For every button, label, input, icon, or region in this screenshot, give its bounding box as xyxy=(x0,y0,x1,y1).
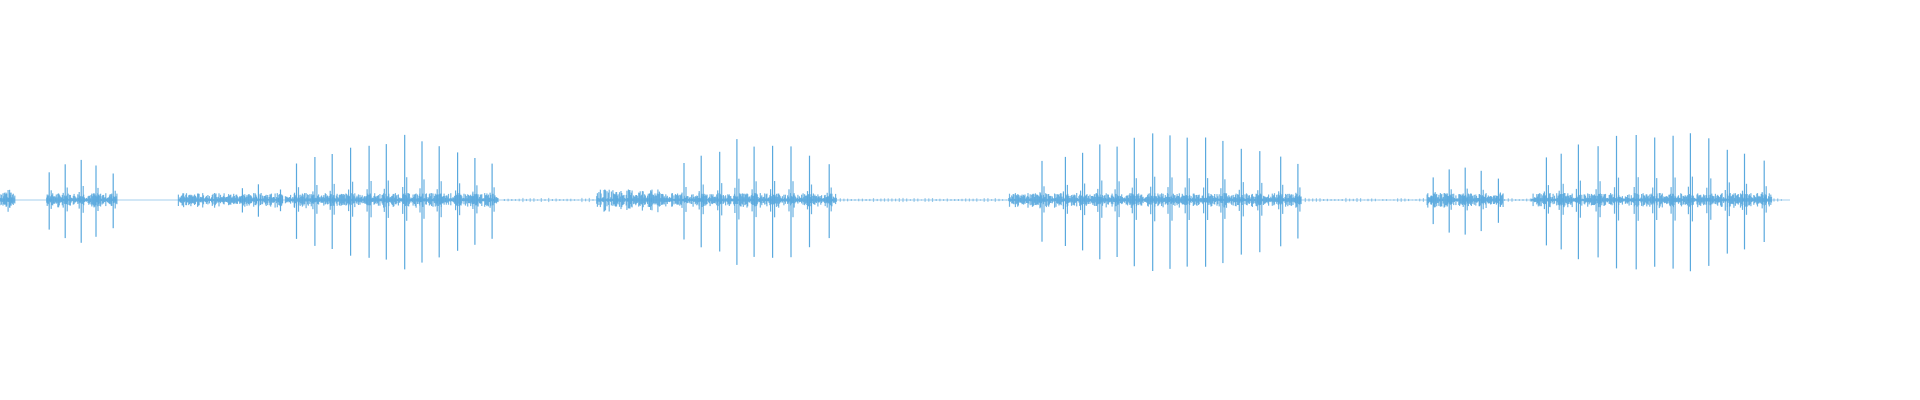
waveform-marks xyxy=(0,133,1783,272)
